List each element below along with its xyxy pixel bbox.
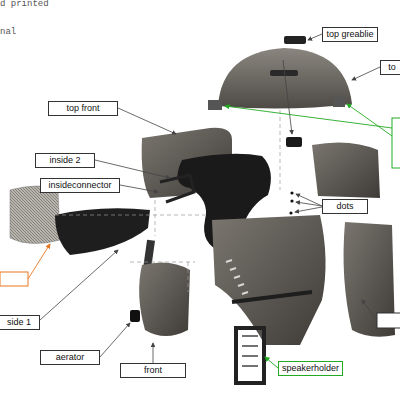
connector-part — [160, 175, 194, 202]
leader-line — [347, 104, 392, 136]
part-label: to — [380, 60, 400, 75]
green-leaders — [225, 104, 392, 368]
leader-line — [265, 357, 278, 368]
label-text: front — [124, 365, 182, 376]
leader-lines — [40, 34, 380, 363]
note-text: d printed — [0, 0, 49, 9]
part-label: dots — [322, 199, 368, 214]
dot-part — [290, 199, 293, 202]
label-text: dots — [326, 201, 364, 212]
front-part — [139, 262, 190, 336]
label-text: top front — [52, 103, 114, 114]
shell-part — [10, 186, 60, 244]
part-label: insideconnector — [40, 178, 120, 193]
vents — [226, 260, 248, 294]
leader-line — [225, 106, 392, 128]
leader-line — [295, 207, 322, 212]
cropped-box — [0, 272, 28, 286]
part-label: speakerholder — [278, 361, 343, 376]
side-top-part — [312, 142, 380, 198]
leader-line — [362, 300, 377, 320]
leader-line — [296, 194, 322, 206]
label-text: aerator — [44, 352, 96, 363]
leader-line — [100, 323, 130, 357]
leader-line — [153, 343, 154, 363]
leader-line — [40, 250, 118, 320]
small-block — [208, 100, 222, 110]
dot-part — [289, 211, 292, 214]
leader-line — [308, 34, 322, 40]
cropped-box — [392, 118, 400, 168]
part-label: side 1 — [0, 315, 40, 330]
leader-line — [118, 108, 176, 134]
aerator-part — [130, 310, 140, 322]
small-block — [333, 97, 345, 107]
note-text: nal — [0, 27, 16, 37]
leader-line — [283, 60, 292, 134]
leader-line — [352, 67, 380, 80]
part-label: front — [120, 363, 186, 378]
label-text: to — [384, 62, 400, 73]
leader-line — [296, 202, 322, 206]
dot-part — [290, 191, 293, 194]
grill — [242, 336, 258, 366]
cropped-box — [377, 313, 400, 328]
part-label: inside 2 — [35, 153, 95, 168]
label-text: top greablie — [326, 29, 374, 40]
label-text: insideconnector — [44, 180, 116, 191]
part-label: aerator — [40, 350, 100, 365]
part-label: top front — [48, 101, 118, 116]
greeblie-part — [284, 36, 306, 44]
clip-part — [286, 137, 302, 147]
leader-line — [28, 244, 50, 279]
speakerholder-part — [236, 328, 264, 383]
leader-line — [120, 185, 158, 192]
part-label: top greablie — [322, 27, 378, 42]
label-text: speakerholder — [282, 363, 339, 374]
main-part — [212, 215, 326, 345]
leader-line — [95, 160, 170, 178]
label-text: side 1 — [2, 317, 36, 328]
label-text: inside 2 — [39, 155, 91, 166]
alignment-line — [55, 110, 280, 292]
